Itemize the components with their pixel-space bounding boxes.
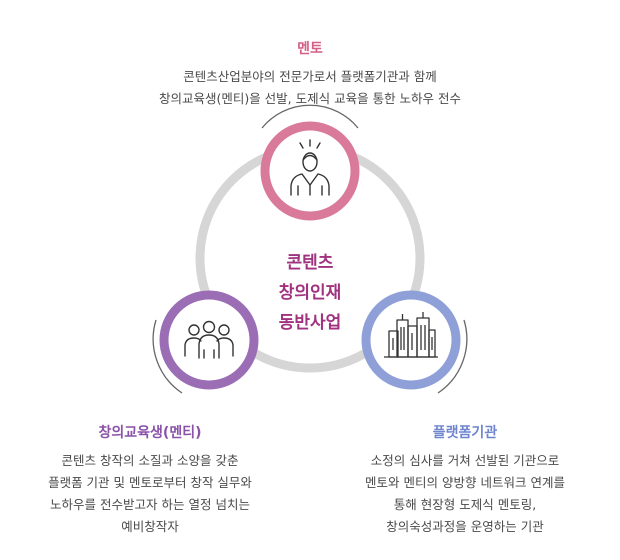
mentor-outer-arc — [261, 104, 359, 129]
mentor-text-line-2: 창의교육생(멘티)을 선발, 도제식 교육을 통한 노하우 전수 — [158, 91, 462, 106]
platform-text-line-1: 소정의 심사를 거쳐 선발된 기관으로 — [370, 453, 560, 468]
platform-text-line-3: 통해 현장형 도제식 멘토링, — [393, 497, 537, 512]
center-title-line-2: 창의인재 — [278, 283, 342, 303]
mentor-description: 멘토 콘텐츠산업분야의 전문가로서 플랫폼기관과 함께 창의교육생(멘티)을 선… — [110, 38, 510, 110]
group-people-icon — [184, 320, 234, 359]
platform-title: 플랫폼기관 — [432, 425, 498, 441]
mentee-description: 창의교육생(멘티) 콘텐츠 창작의 소질과 소양을 갖춘 플랫폼 기관 및 멘토… — [10, 422, 290, 538]
mentee-outer-arc — [152, 319, 183, 394]
platform-text-line-2: 멘토와 멘티의 양방향 네트워크 연계를 — [365, 475, 565, 490]
center-title-line-1: 콘텐츠 — [286, 253, 334, 273]
platform-node — [361, 290, 461, 390]
mentee-text-line-4: 예비창작자 — [121, 519, 179, 534]
mentee-title: 창의교육생(멘티) — [98, 425, 202, 441]
mentor-node — [260, 121, 360, 221]
mentor-person-icon — [290, 139, 330, 196]
city-buildings-icon — [384, 312, 438, 358]
mentee-text-line-1: 콘텐츠 창작의 소질과 소양을 갖춘 — [61, 453, 239, 468]
center-title-line-3: 동반사업 — [278, 313, 342, 333]
mentor-text-line-1: 콘텐츠산업분야의 전문가로서 플랫폼기관과 함께 — [183, 69, 437, 84]
platform-description: 플랫폼기관 소정의 심사를 거쳐 선발된 기관으로 멘토와 멘티의 양방향 네트… — [325, 422, 605, 538]
platform-outer-arc — [437, 319, 468, 394]
mentee-text-line-2: 플랫폼 기관 및 멘토로부터 창작 실무와 — [48, 475, 252, 490]
mentee-node — [159, 290, 259, 390]
center-title: 콘텐츠 창의인재 동반사업 — [250, 248, 370, 338]
mentee-text-line-3: 노하우를 전수받고자 하는 열정 넘치는 — [50, 497, 250, 512]
mentor-title: 멘토 — [297, 41, 323, 57]
platform-text-line-4: 창의숙성과정을 운영하는 기관 — [386, 519, 544, 534]
